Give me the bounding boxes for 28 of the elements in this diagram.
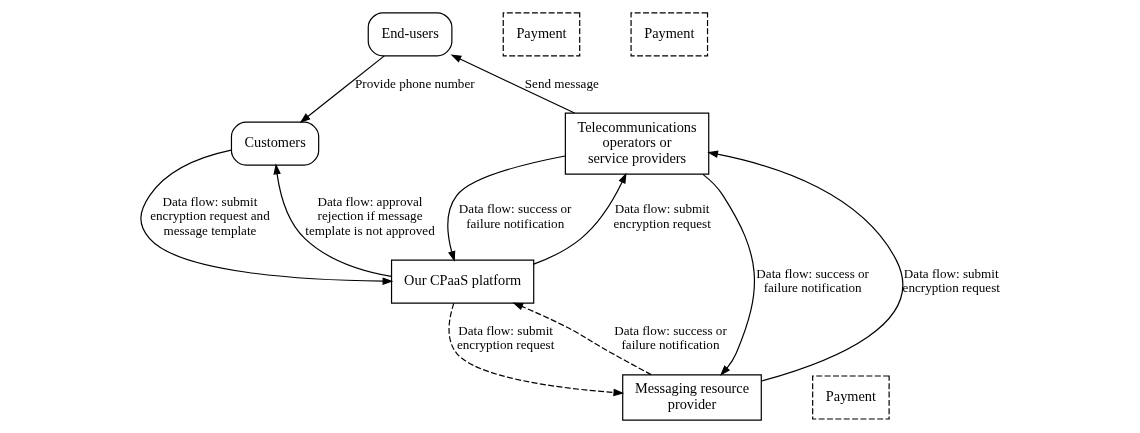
arrow (450, 54, 575, 114)
edge-label: Data flow: approval rejection if message template is not approved (304, 194, 435, 238)
arrow (446, 155, 566, 262)
arrow (139, 149, 393, 285)
edge-label: Data flow: submit encryption request (612, 201, 711, 231)
edge-label: Provide phone number (354, 75, 475, 91)
edge-label: Data flow: submit encryption request (456, 323, 554, 353)
edge-label: Send message (524, 75, 599, 91)
node-box: Payment (629, 12, 708, 57)
edge-label: Data flow: success or failure notification (755, 265, 869, 296)
arrow (706, 150, 903, 382)
arrow (701, 173, 755, 376)
arrow (299, 55, 385, 123)
node-box: Our CPaaS platform (390, 259, 534, 304)
node-box: Messaging resource provider (621, 374, 762, 421)
edge-label: Data flow: success or failure notification (613, 323, 727, 353)
arrow (532, 172, 627, 265)
node-box: End-users (367, 12, 452, 57)
arrow (272, 163, 392, 278)
edge-label: Data flow: submit encryption request (902, 265, 1000, 296)
arrow (511, 302, 652, 376)
node-box: Payment (811, 375, 890, 420)
node-box: Payment (502, 12, 580, 57)
edge-label: Data flow: success or failure notification (458, 201, 572, 231)
arrow (447, 302, 624, 397)
node-box: Customers (230, 121, 319, 166)
edge-label: Data flow: submit encryption request and message template (149, 194, 270, 238)
node-box: Telecommunications operators or service providers (564, 112, 709, 175)
